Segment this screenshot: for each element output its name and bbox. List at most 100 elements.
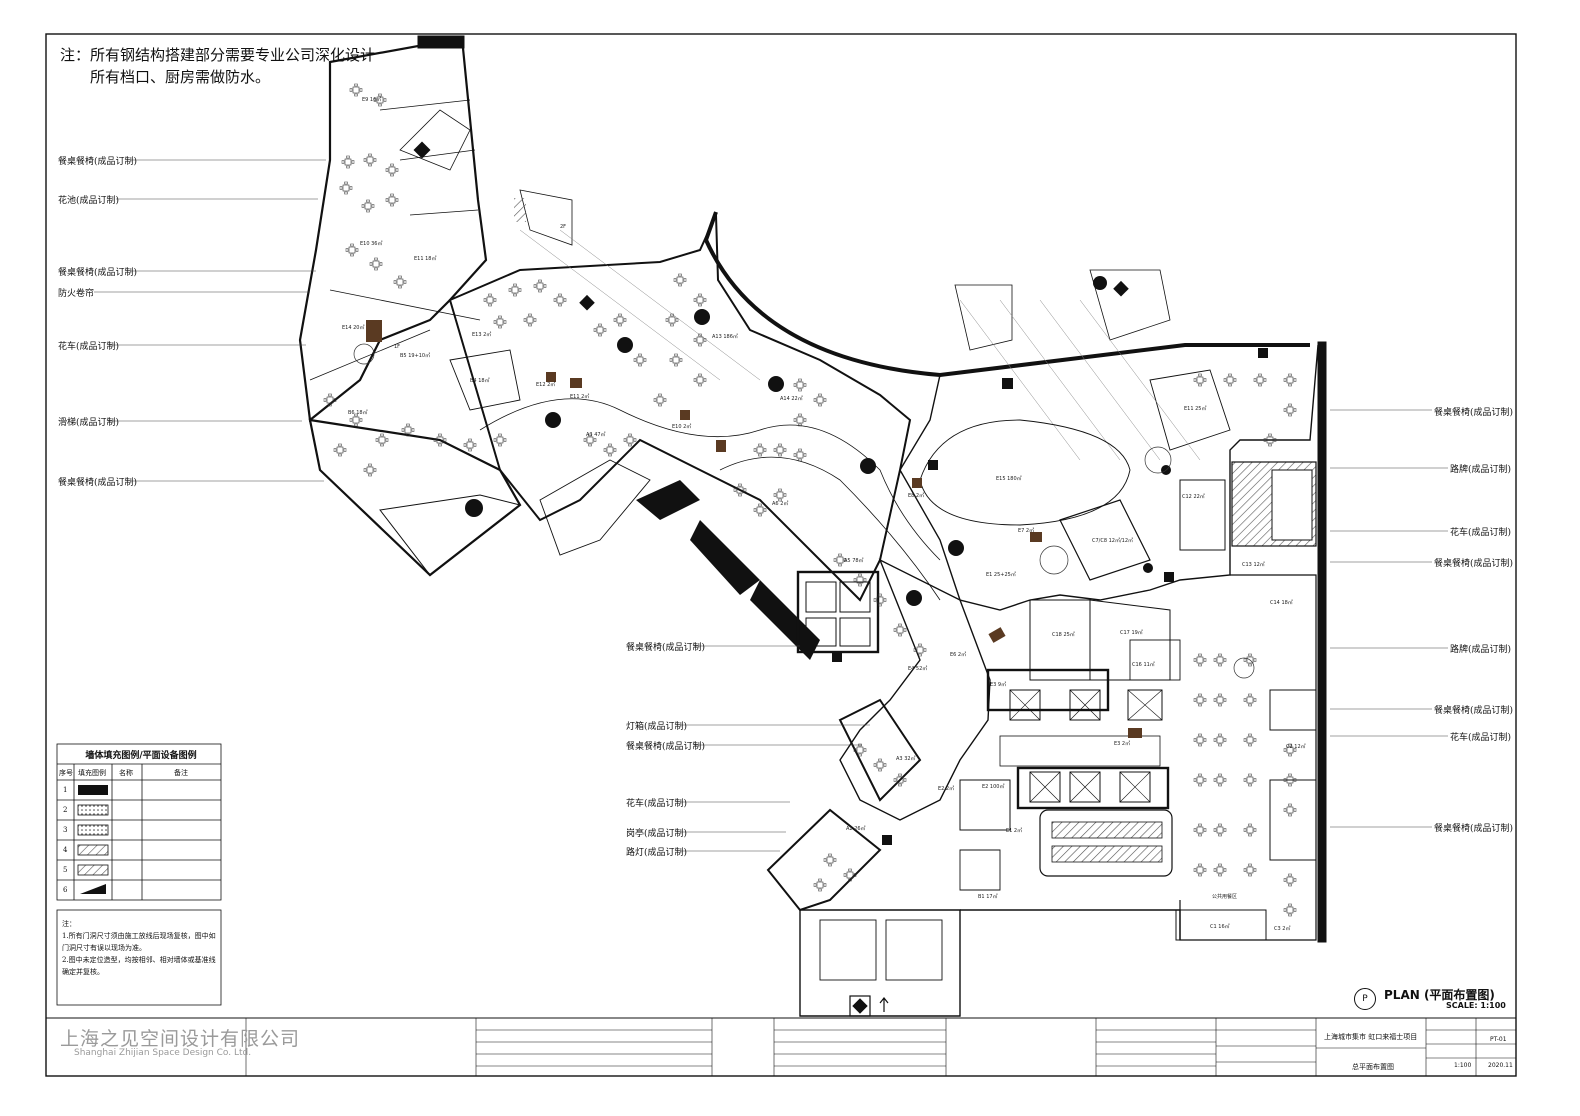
- trees: [353, 343, 1255, 679]
- room-label: C17 19㎡: [1120, 629, 1143, 636]
- legend-title: 墙体填充图例/平面设备图例: [85, 751, 197, 761]
- south-wing: [766, 558, 1181, 1017]
- plan-marker: P: [1354, 988, 1376, 1010]
- room-label: B5 19+10㎡: [400, 352, 430, 359]
- callout-leaders: [94, 159, 1448, 852]
- room-label: C1 16㎡: [1210, 923, 1230, 930]
- room-label: E10 36㎡: [360, 240, 382, 247]
- callout-label: 灯箱(成品订制): [626, 722, 688, 732]
- room-label: C12 22㎡: [1182, 493, 1205, 500]
- room-label: 公共用餐区: [1212, 893, 1237, 900]
- callout-label: 岗亭(成品订制): [626, 829, 688, 839]
- room-label: A14 22㎡: [780, 395, 803, 402]
- room-label: B4 18㎡: [470, 377, 490, 384]
- room-label: A6 2㎡: [772, 500, 788, 507]
- room-label: C18 25㎡: [1052, 631, 1075, 638]
- callout-label: 路灯(成品订制): [626, 848, 688, 858]
- callout-label: 餐桌餐椅(成品订制): [1434, 824, 1514, 834]
- callout-label: 餐桌餐椅(成品订制): [1434, 706, 1514, 716]
- callout-label: 餐桌餐椅(成品订制): [58, 157, 138, 167]
- room-label: E3 2㎡: [1114, 740, 1130, 747]
- west-wing: [298, 35, 522, 577]
- legend-header-pattern: 填充图例: [78, 769, 106, 777]
- callout-label: 花车(成品订制): [1450, 528, 1512, 538]
- room-label: E11 2㎡: [570, 393, 589, 400]
- legend-note-2: 2.图中未定位造型，均按相邻、相对墙体或基准线确定并复核。: [62, 956, 216, 976]
- legend-row-number: 5: [63, 866, 68, 874]
- east-block: [899, 269, 1327, 943]
- title-block-grid: [245, 1018, 1516, 1076]
- company-logo-cn: 上海之见空间设计有限公司: [60, 1028, 301, 1050]
- room-label: E8 2㎡: [908, 492, 924, 499]
- legend-notes: 注： 1.所有门洞尺寸须由施工放线后现场复核，图中如门洞尺寸有误以现场为准。 2…: [62, 918, 218, 978]
- columns: [413, 141, 1268, 845]
- plan-scale: SCALE: 1:100: [1446, 1001, 1506, 1010]
- room-label: E10 2㎡: [672, 423, 691, 430]
- legend-row-number: 4: [63, 846, 68, 854]
- legend-header-remark: 备注: [174, 769, 188, 777]
- room-label: E2 100㎡: [982, 783, 1004, 790]
- drawing-ratio: 1:100: [1454, 1062, 1472, 1069]
- callout-label: 滑梯(成品订制): [58, 418, 120, 428]
- room-labels: E9 16㎡ E10 36㎡ E11 18㎡ E14 20㎡ B5 19+10㎡…: [342, 96, 1306, 932]
- room-label: C7/C8 12㎡/12㎡: [1092, 537, 1133, 544]
- circulation-core: [986, 668, 1173, 877]
- callout-label: 餐桌餐椅(成品订制): [58, 268, 138, 278]
- construction-note-1: 注：所有钢结构搭建部分需要专业公司深化设计: [60, 46, 376, 64]
- room-label: 1F: [394, 344, 400, 350]
- sheet-border: [45, 33, 1517, 1077]
- callout-label: 花车(成品订制): [58, 342, 120, 352]
- room-label: E13 2㎡: [472, 331, 491, 338]
- room-label: E1 25+25㎡: [986, 571, 1016, 578]
- room-label: C14 18㎡: [1270, 599, 1293, 606]
- callout-label: 防火卷帘: [58, 289, 95, 299]
- room-label: E14 20㎡: [342, 324, 364, 331]
- callout-label: 花车(成品订制): [1450, 733, 1512, 743]
- room-label: C2 12㎡: [1286, 743, 1306, 750]
- room-label: E1 2㎡: [1006, 827, 1022, 834]
- room-label: A3 47㎡: [586, 431, 606, 438]
- callout-label: 花池(成品订制): [58, 196, 120, 206]
- room-label: E3 9㎡: [990, 681, 1006, 688]
- legend-row-number: 1: [63, 786, 68, 794]
- room-label: E12 2㎡: [536, 381, 555, 388]
- room-label: E2 2㎡: [938, 785, 954, 792]
- callout-label: 花车(成品订制): [626, 799, 688, 809]
- upper-floor-outline: [519, 229, 1201, 461]
- room-label: E4 52㎡: [908, 665, 927, 672]
- room-label: A3 32㎡: [896, 755, 916, 762]
- room-label: E15 180㎡: [996, 475, 1022, 482]
- sheet-number: PT-01: [1490, 1036, 1507, 1043]
- room-label: E6 2㎡: [950, 651, 966, 658]
- callout-label: 餐桌餐椅(成品订制): [626, 643, 706, 653]
- room-label: C16 11㎡: [1132, 661, 1155, 668]
- callout-label: 餐桌餐椅(成品订制): [626, 742, 706, 752]
- room-label: B6 18㎡: [348, 409, 368, 416]
- legend-notes-title: 注：: [62, 920, 76, 928]
- room-label: E9 16㎡: [362, 96, 381, 103]
- callout-label: 餐桌餐椅(成品订制): [1434, 559, 1514, 569]
- side-walkway: [719, 456, 941, 601]
- company-logo-en: Shanghai Zhijian Space Design Co. Ltd.: [74, 1048, 252, 1058]
- legend-note-1: 1.所有门洞尺寸须由施工放线后现场复核，图中如门洞尺寸有误以现场为准。: [62, 932, 216, 952]
- callout-label: 餐桌餐椅(成品订制): [58, 478, 138, 488]
- room-label: B1 17㎡: [978, 893, 998, 900]
- room-label: E11 25㎡: [1184, 405, 1206, 412]
- flower-carts: [366, 320, 1142, 738]
- room-label: A13 186㎡: [712, 333, 738, 340]
- drawing-name: 总平面布置图: [1352, 1063, 1394, 1071]
- callout-label: 路牌(成品订制): [1450, 645, 1512, 655]
- plan-title: PLAN (平面布置图): [1384, 988, 1495, 1002]
- project-name: 上海城市集市 虹口来福士项目: [1324, 1033, 1418, 1041]
- legend-row-number: 3: [63, 826, 68, 834]
- east-loop: [919, 419, 1131, 526]
- legend-header-name: 名称: [119, 769, 133, 777]
- room-label: E11 18㎡: [414, 255, 436, 262]
- construction-note-2: 所有档口、厨房需做防水。: [90, 68, 271, 86]
- drawing-date: 2020.11: [1488, 1062, 1513, 1069]
- central-walkway: [479, 398, 941, 561]
- callout-label: 餐桌餐椅(成品订制): [1434, 408, 1514, 418]
- central-band: [448, 189, 1310, 660]
- legend-row-number: 6: [63, 886, 68, 894]
